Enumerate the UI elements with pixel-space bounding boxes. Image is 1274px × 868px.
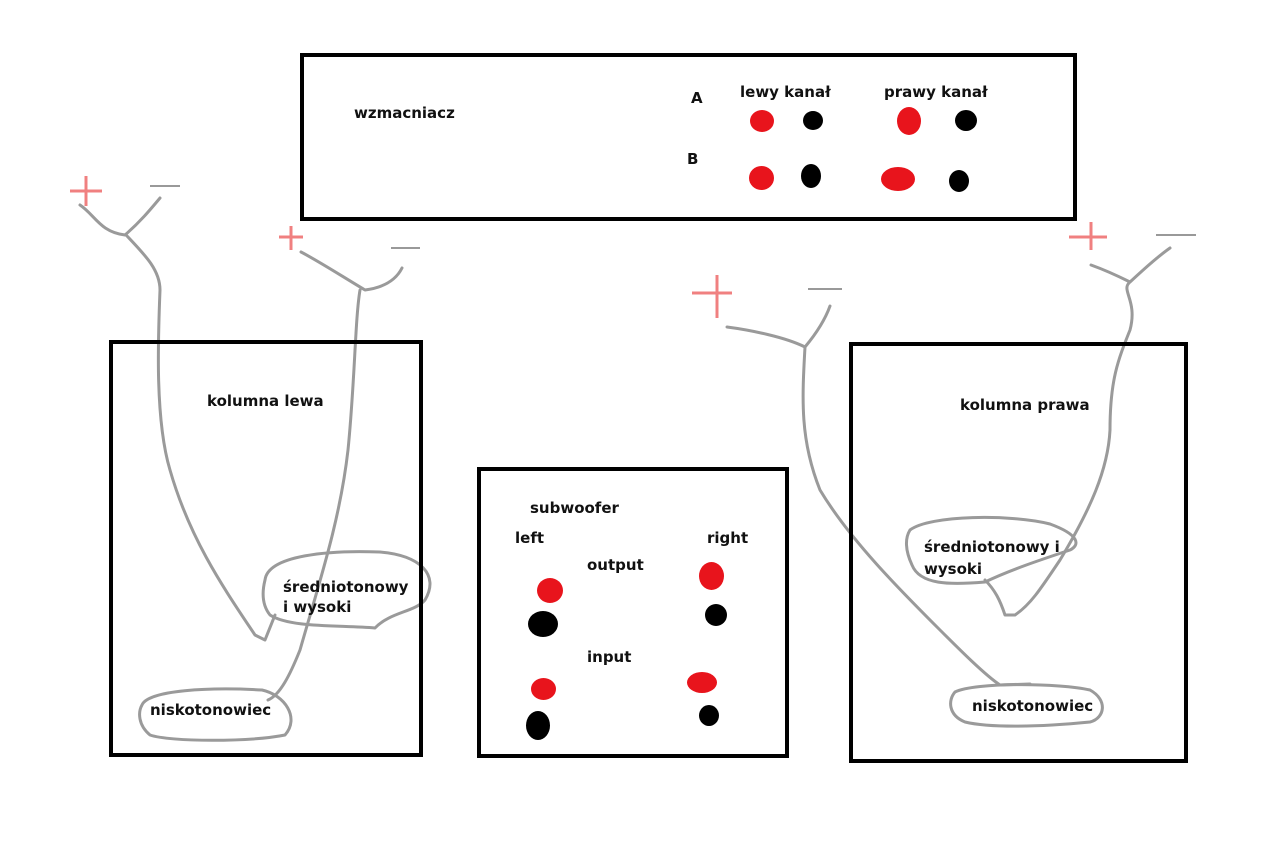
left-column-title: kolumna lewa [207, 392, 324, 410]
sub-output-right-positive-terminal[interactable] [699, 562, 724, 590]
amp-b-left-negative-terminal[interactable] [801, 164, 821, 188]
amplifier-title: wzmacniacz [354, 104, 455, 122]
sub-input-right-negative-terminal[interactable] [699, 705, 719, 726]
row-label-b: B [687, 150, 699, 168]
sub-output-left-positive-terminal[interactable] [537, 578, 563, 603]
right-wire-2 [983, 222, 1196, 617]
amp-b-right-negative-terminal[interactable] [949, 170, 969, 192]
right-mid-high-outline [905, 515, 1078, 585]
sub-input-left-positive-terminal[interactable] [531, 678, 556, 700]
sub-output-right-negative-terminal[interactable] [705, 604, 727, 626]
right-wire-1 [692, 275, 1032, 687]
subwoofer-input-label: input [587, 648, 632, 666]
sub-output-left-negative-terminal[interactable] [528, 611, 558, 637]
left-wire-2 [266, 226, 420, 702]
right-woofer-outline [949, 683, 1104, 728]
right-woofer-label: niskotonowiec [972, 697, 1094, 715]
subwoofer-box [477, 467, 789, 758]
subwoofer-output-label: output [587, 556, 644, 574]
right-column-title: kolumna prawa [960, 396, 1090, 414]
amp-a-left-positive-terminal[interactable] [750, 110, 774, 132]
left-mid-high-label: średniotonowy i wysoki [283, 578, 409, 616]
left-mid-high-outline [261, 550, 432, 630]
amp-a-right-positive-terminal[interactable] [897, 107, 921, 135]
amplifier-box [300, 53, 1077, 221]
left-wire-1 [70, 176, 277, 642]
amp-a-left-negative-terminal[interactable] [803, 111, 823, 130]
left-woofer-outline [138, 687, 293, 742]
subwoofer-title: subwoofer [530, 499, 619, 517]
subwoofer-left-label: left [515, 529, 545, 547]
right-mid-high-label: średniotonowy i wysoki [924, 538, 1060, 578]
row-label-a: A [691, 89, 703, 107]
left-column-box [109, 340, 423, 757]
left-woofer-label: niskotonowiec [150, 701, 272, 719]
sub-input-right-positive-terminal[interactable] [687, 672, 717, 693]
subwoofer-right-label: right [707, 529, 749, 547]
right-column-box [849, 342, 1188, 763]
sub-input-left-negative-terminal[interactable] [526, 711, 550, 740]
left-channel-label: lewy kanał [740, 83, 831, 101]
right-channel-label: prawy kanał [884, 83, 988, 101]
amp-b-left-positive-terminal[interactable] [749, 166, 774, 190]
amp-a-right-negative-terminal[interactable] [955, 110, 977, 131]
amp-b-right-positive-terminal[interactable] [881, 167, 915, 191]
